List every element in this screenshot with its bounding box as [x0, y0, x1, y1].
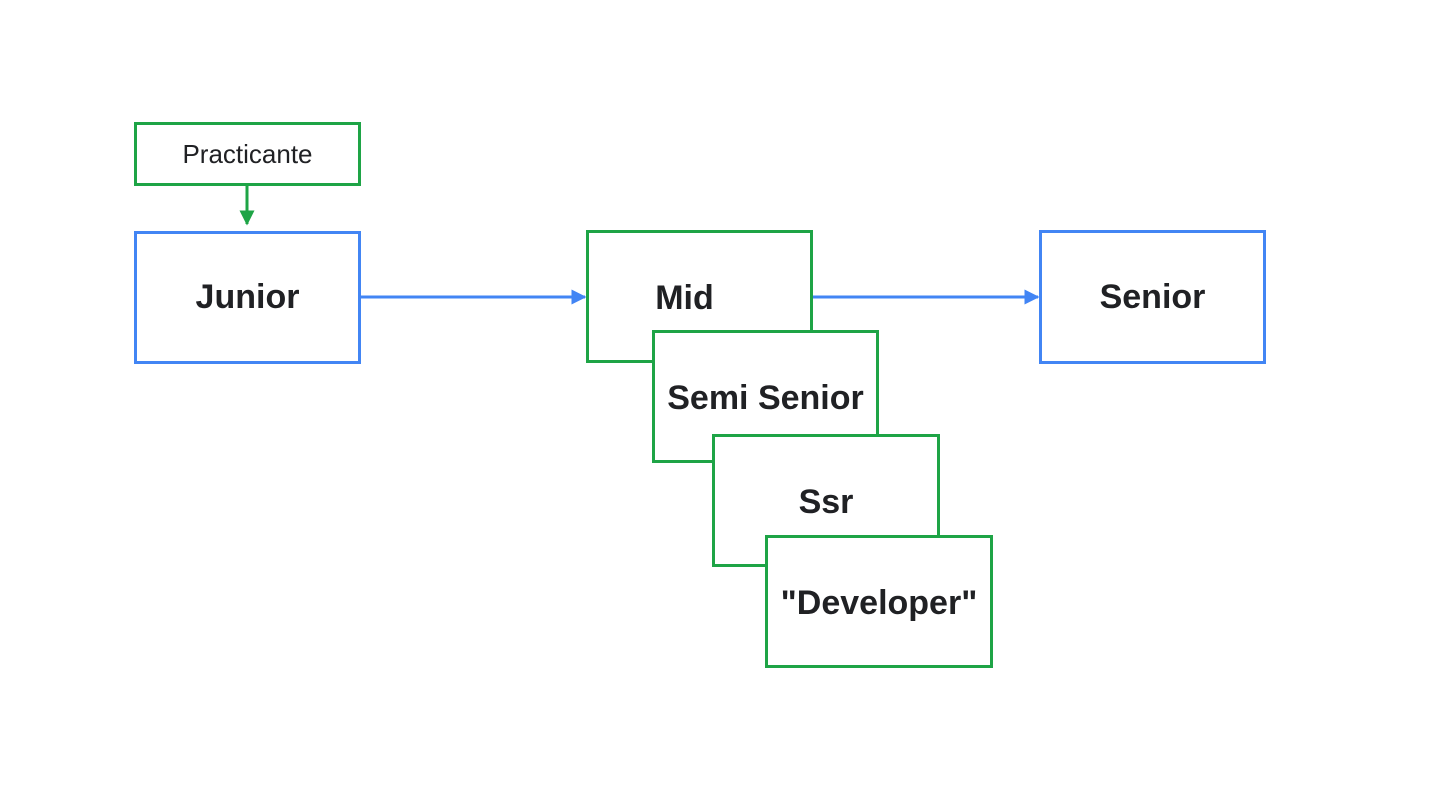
node-semi-senior-label: Semi Senior — [667, 379, 864, 417]
node-ssr-label: Ssr — [798, 483, 854, 521]
node-practicante: Practicante — [134, 122, 361, 186]
node-mid-label: Mid — [655, 279, 714, 317]
node-practicante-label: Practicante — [182, 138, 313, 169]
node-developer-label: "Developer" — [780, 584, 978, 622]
node-developer: "Developer" — [765, 535, 993, 668]
node-senior: Senior — [1039, 230, 1266, 364]
node-senior-label: Senior — [1099, 277, 1206, 316]
node-junior: Junior — [134, 231, 361, 364]
node-junior-label: Junior — [195, 278, 300, 316]
